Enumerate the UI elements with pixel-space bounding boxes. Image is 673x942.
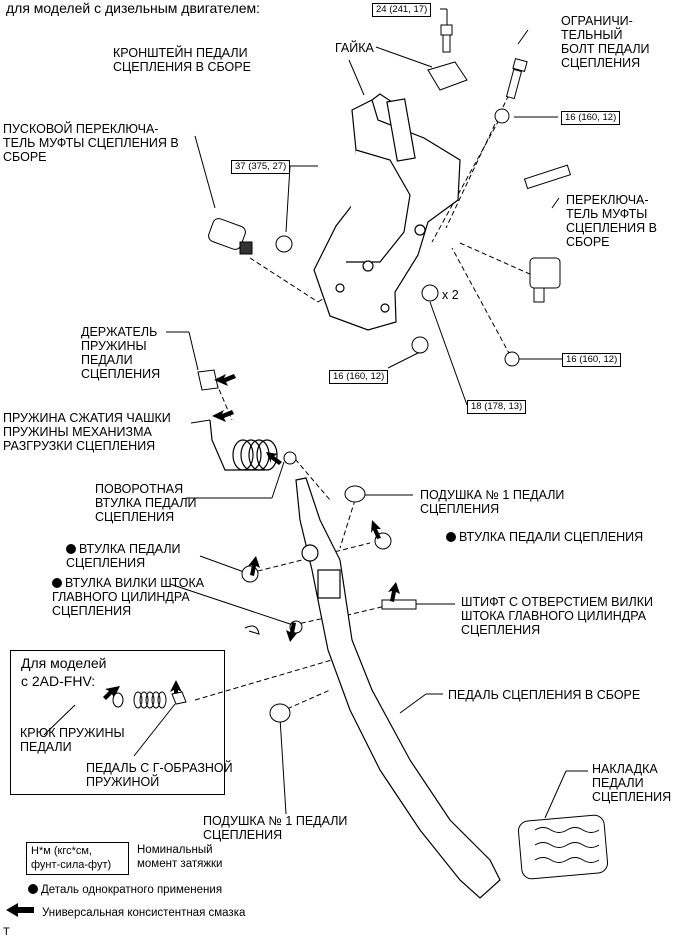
nut-top-right-shape: [494, 108, 510, 124]
bracket-label: КРОНШТЕЙН ПЕДАЛИ СЦЕПЛЕНИЯ В СБОРЕ: [113, 46, 251, 74]
bushing-right-label: ВТУЛКА ПЕДАЛИ СЦЕПЛЕНИЯ: [446, 530, 643, 544]
bushing-left-label: ВТУЛКА ПЕДАЛИ СЦЕПЛЕНИЯ: [66, 542, 181, 570]
bolt-24-shape: [440, 24, 453, 53]
l-spring-pedal-label: ПЕДАЛЬ С Г-ОБРАЗНОЙ ПРУЖИНОЙ: [86, 761, 233, 789]
nut-37-shape: [275, 235, 293, 253]
legend-grease: Универсальная консистентная смазка: [42, 907, 246, 919]
nut-shape: [427, 61, 468, 91]
stop-bolt-label: ОГРАНИЧИ- ТЕЛЬНЫЙ БОЛТ ПЕДАЛИ СЦЕПЛЕНИЯ: [561, 14, 650, 70]
non-reusable-dot: [52, 578, 62, 588]
legend-torque-text: Номинальный момент затяжки: [137, 844, 223, 870]
bushing-left-shape: [241, 565, 259, 583]
nut-right-shape: [504, 351, 520, 367]
legend-dot-icon: [28, 884, 38, 894]
start-switch-shape: [208, 218, 253, 255]
clevis-pin-shape: [381, 599, 417, 610]
inset-2ad-fhv: [10, 650, 225, 795]
torque-box-16-top: 16 (160, 12): [561, 111, 621, 125]
pedal-arm-shape: [295, 477, 501, 899]
clevis-bushing-text: ВТУЛКА ВИЛКИ ШТОКА ГЛАВНОГО ЦИЛИНДРА СЦЕ…: [52, 576, 205, 618]
torque-box-37: 37 (375, 27): [231, 160, 291, 174]
spring-holder-shape: [197, 369, 219, 391]
clip-shape: [244, 625, 260, 635]
nut-label: ГАЙКА: [335, 41, 374, 55]
bracket-shape: [313, 93, 461, 331]
nut-x2-shape: [421, 284, 439, 302]
clevis-bushing-label: ВТУЛКА ВИЛКИ ШТОКА ГЛАВНОГО ЦИЛИНДРА СЦЕ…: [52, 576, 204, 618]
turnover-bushing-shape: [283, 451, 297, 465]
inset-spring-shape: [112, 691, 187, 709]
torque-box-18: 18 (178, 13): [467, 400, 527, 414]
turnover-bushing-label: ПОВОРОТНАЯ ВТУЛКА ПЕДАЛИ СЦЕПЛЕНИЯ: [95, 482, 197, 524]
inset-title: Для моделей с 2AD-FHV:: [21, 655, 107, 689]
torque-box-16-left: 16 (160, 12): [329, 370, 389, 384]
page-heading: для моделей с дизельным двигателем:: [6, 0, 261, 16]
torque-box-16-right: 16 (160, 12): [562, 353, 622, 367]
nut-left-shape: [411, 336, 429, 354]
stopper-bolt-shape: [505, 58, 528, 100]
pedal-pad-label: НАКЛАДКА ПЕДАЛИ СЦЕПЛЕНИЯ: [592, 762, 672, 804]
spring-holder-label: ДЕРЖАТЕЛЬ ПРУЖИНЫ ПЕДАЛИ СЦЕПЛЕНИЯ: [81, 325, 161, 381]
turnover-spring-label: ПРУЖИНА СЖАТИЯ ЧАШКИ ПРУЖИНЫ МЕХАНИЗМА Р…: [3, 411, 171, 453]
cushion-top-label: ПОДУШКА № 1 ПЕДАЛИ СЦЕПЛЕНИЯ: [420, 488, 565, 516]
times-two-label: x 2: [442, 288, 459, 302]
spring-hook-label: КРЮК ПРУЖИНЫ ПЕДАЛИ: [20, 726, 125, 754]
footer-code: T: [3, 926, 10, 938]
non-reusable-dot: [446, 532, 456, 542]
long-bolt-shape: [523, 164, 572, 190]
cushion-bottom-shape: [269, 703, 291, 723]
bushing-left-text: ВТУЛКА ПЕДАЛИ СЦЕПЛЕНИЯ: [66, 542, 181, 570]
clevis-pin-label: ШТИФТ С ОТВЕРСТИЕМ ВИЛКИ ШТОКА ГЛАВНОГО …: [461, 595, 653, 637]
pedal-assy-label: ПЕДАЛЬ СЦЕПЛЕНИЯ В СБОРЕ: [448, 688, 641, 702]
cushion-bottom-label: ПОДУШКА № 1 ПЕДАЛИ СЦЕПЛЕНИЯ: [203, 814, 348, 842]
legend-non-reusable-text: Деталь однократного применения: [41, 884, 223, 896]
clutch-switch-shape: [529, 257, 561, 303]
clutch-switch-label: ПЕРЕКЛЮЧА- ТЕЛЬ МУФТЫ СЦЕПЛЕНИЯ В СБОРЕ: [566, 193, 657, 249]
non-reusable-dot: [66, 544, 76, 554]
grease-arrows: [6, 374, 400, 917]
legend-torque-box: Н*м (кгс*см, фунт-сила-фут): [26, 842, 129, 875]
legend-non-reusable: Деталь однократного применения: [28, 883, 222, 897]
bushing-right-text: ВТУЛКА ПЕДАЛИ СЦЕПЛЕНИЯ: [459, 530, 644, 544]
torque-box-24: 24 (241, 17): [372, 3, 432, 17]
cushion-top-shape: [344, 485, 366, 503]
turnover-spring-shape: [209, 419, 278, 471]
start-switch-label: ПУСКОВОЙ ПЕРЕКЛЮЧА- ТЕЛЬ МУФТЫ СЦЕПЛЕНИЯ…: [3, 122, 179, 164]
